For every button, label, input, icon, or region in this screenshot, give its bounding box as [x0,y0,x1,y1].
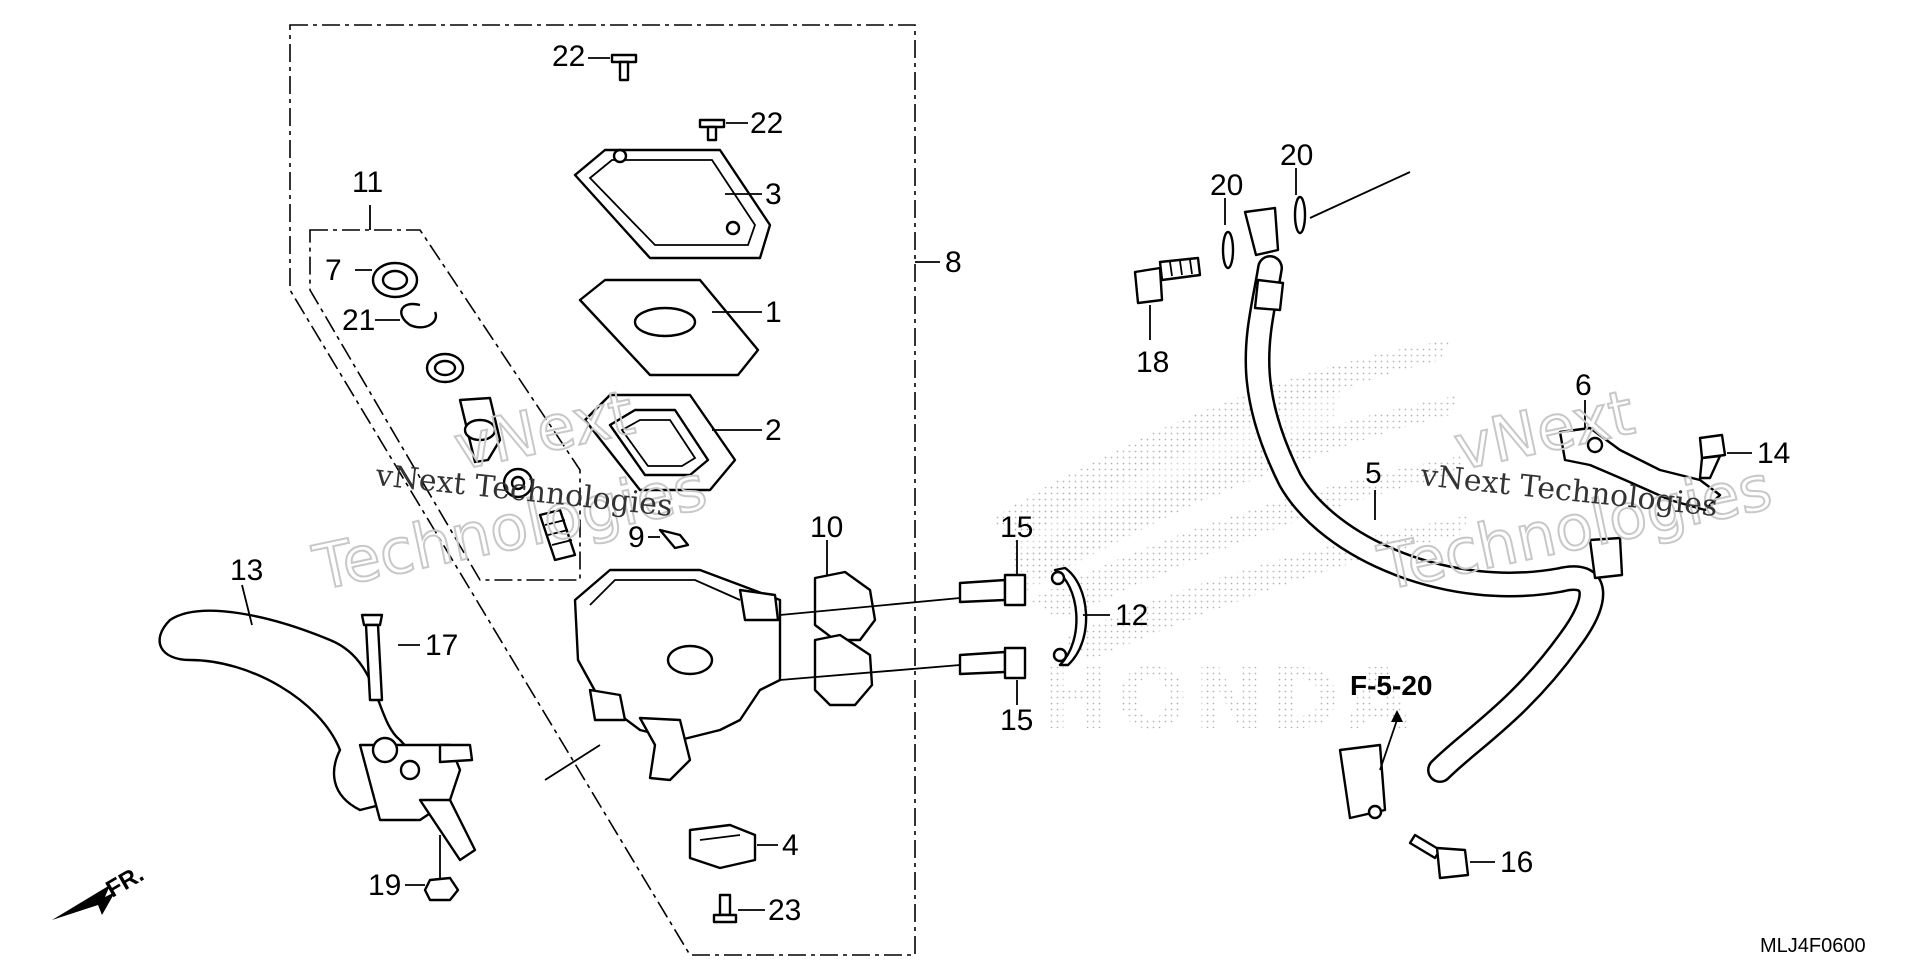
banjo-bolt-18 [1133,256,1202,305]
master-cylinder-body [573,568,782,782]
holder-10 [813,570,877,707]
reservoir-cap-3 [573,148,772,260]
cup-seal [502,467,534,499]
plate-12 [1050,566,1088,667]
callout-12: 12 [1115,599,1148,632]
callout-9: 9 [628,521,645,554]
callout-17: 17 [425,629,458,662]
kit-11-outline [309,229,581,581]
callout-20-right: 20 [1280,139,1313,172]
assembly-8-outline [289,24,916,956]
callout-10: 10 [810,511,843,544]
reference-label: F-5-20 [1350,670,1432,701]
bolt-15-bottom [958,646,1027,680]
pivot-bolt-17 [360,613,384,702]
callout-18: 18 [1136,346,1169,379]
callout-20-left: 20 [1210,169,1243,202]
callout-19: 19 [368,869,401,902]
front-direction-arrow [52,885,115,920]
callout-16: 16 [1500,846,1533,879]
callout-15-bottom: 15 [1000,704,1033,737]
seal-ring [425,352,465,384]
callout-3: 3 [765,178,782,211]
bolt-16 [1408,833,1470,880]
screw-23 [712,893,738,924]
washer-20-right [1293,195,1307,235]
callout-21: 21 [342,304,375,337]
callout-2: 2 [765,414,782,447]
brake-lever-13 [158,609,477,862]
callout-14: 14 [1757,437,1790,470]
callout-15-top: 15 [1000,511,1033,544]
hose-clamp-6 [1558,426,1722,512]
diaphragm-plate-1 [578,278,760,377]
callout-11: 11 [352,166,383,199]
boot-7 [371,261,419,299]
callout-5: 5 [1365,457,1382,490]
pin-9 [658,528,690,550]
piston [458,396,502,464]
callout-23: 23 [768,894,801,927]
bolt-14 [1698,433,1727,480]
bolt-15-top [958,573,1027,607]
reference-arrow [1391,710,1403,722]
screw-22-top [610,53,638,82]
callout-6: 6 [1575,369,1592,402]
callout-8: 8 [945,246,962,279]
nut-19 [423,876,460,902]
callout-13: 13 [230,554,263,587]
honda-wing-logo: HONDA [990,340,1470,748]
screw-22-right [698,118,726,142]
callout-22-top: 22 [552,40,585,73]
diagram-code: MLJ4F0600 [1760,935,1866,957]
honda-logo-text: HONDA [1040,650,1417,748]
callout-22-right: 22 [750,107,783,140]
spring [538,508,577,562]
circlip-21 [400,302,438,329]
diaphragm-2 [583,393,737,492]
washer-20-left [1221,230,1235,270]
switch-4 [688,823,757,870]
brake-hose-5 [1243,206,1624,820]
callout-1: 1 [765,296,782,329]
callout-4: 4 [782,829,799,862]
callout-7: 7 [325,254,342,287]
